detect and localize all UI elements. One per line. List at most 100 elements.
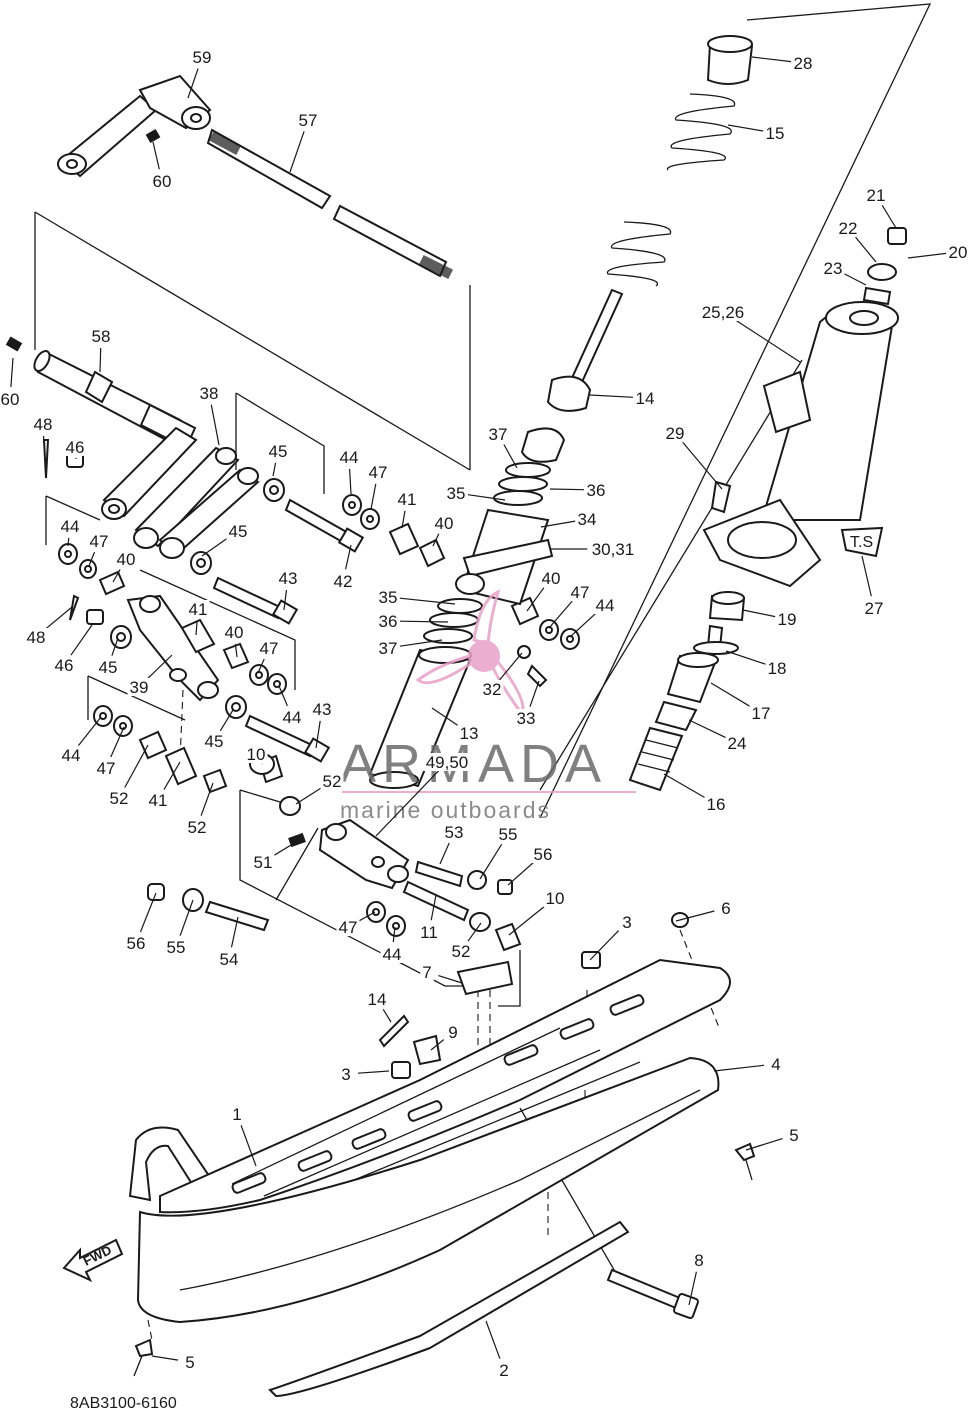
callout-c43a: 43 — [276, 569, 300, 611]
leader-line — [549, 488, 585, 491]
leader-line — [688, 719, 727, 739]
callout-c60b: 60 — [0, 357, 22, 409]
leader-line — [479, 843, 503, 880]
leader-line — [526, 587, 545, 612]
part-number-label: 46 — [66, 438, 85, 457]
callout-c6: 6 — [675, 899, 733, 922]
callout-c3b: 3 — [339, 1065, 390, 1084]
label-halo — [749, 704, 773, 722]
leader-line — [124, 744, 149, 788]
part-number-label: 45 — [229, 522, 248, 541]
part-number-label: 47 — [90, 532, 109, 551]
leader-line — [540, 520, 576, 528]
label-halo — [496, 825, 520, 843]
leader-line — [67, 537, 70, 547]
leader-line — [358, 911, 376, 922]
label-halo — [185, 818, 209, 836]
callout-c15: 15 — [727, 124, 787, 143]
part-number-label: 32 — [483, 680, 502, 699]
label-halo — [280, 708, 304, 726]
callout-c54: 54 — [217, 916, 241, 969]
leader-line — [295, 786, 323, 805]
leader-line — [111, 637, 119, 656]
leader-line — [272, 841, 297, 857]
label-halo — [96, 658, 120, 676]
part-number-label: 52 — [110, 789, 129, 808]
callout-c53: 53 — [439, 823, 466, 865]
part-number-label: 38 — [200, 384, 219, 403]
part-number-label: 3 — [622, 913, 631, 932]
upper-housing: T.S — [702, 227, 907, 588]
leader-line — [713, 1064, 765, 1072]
label-halo — [244, 745, 268, 763]
label-halo — [539, 569, 563, 587]
callout-c1: 1 — [230, 1105, 257, 1167]
callout-c52c: 52 — [185, 782, 214, 837]
leader-line — [234, 643, 238, 658]
label-halo — [124, 934, 148, 952]
label-halo — [331, 572, 355, 590]
callout-c47f: 47 — [336, 911, 376, 937]
callout-c48a: 48 — [31, 415, 55, 446]
label-halo — [226, 522, 250, 540]
label-halo — [266, 442, 290, 460]
callout-c17: 17 — [710, 682, 773, 723]
label-halo — [202, 732, 226, 750]
leader-line — [382, 1008, 392, 1023]
lower-linkage — [147, 753, 689, 1079]
leader-line — [431, 707, 460, 727]
part-number-label: 34 — [578, 510, 597, 529]
label-halo — [725, 734, 749, 752]
label-halo — [765, 659, 789, 677]
label-halo — [593, 596, 617, 614]
label-halo — [222, 623, 246, 641]
label-halo — [697, 303, 749, 321]
part-number-label: 15 — [766, 124, 785, 143]
leader-line — [283, 589, 288, 611]
part-number-label: 9 — [448, 1023, 457, 1042]
part-number-label: 33 — [517, 709, 536, 728]
callout-c23: 23 — [821, 259, 867, 286]
part-number-label: 48 — [27, 628, 46, 647]
part-number-label: 36 — [379, 612, 398, 631]
label-halo — [821, 259, 845, 277]
leader-line — [357, 1070, 390, 1074]
callout-c40b: 40 — [112, 550, 138, 583]
leader-line — [499, 652, 523, 681]
callout-c48b: 48 — [24, 606, 73, 647]
watermark-tagline: marine outboards — [340, 797, 551, 823]
part-number-label: 45 — [205, 732, 224, 751]
part-number-label: 36 — [587, 481, 606, 500]
part-number-label: 37 — [489, 425, 508, 444]
part-number-label: 19 — [778, 610, 797, 629]
leader-line — [187, 68, 199, 99]
label-halo — [543, 889, 567, 907]
label-halo — [633, 389, 657, 407]
part-number-label: 60 — [1, 390, 20, 409]
leader-line — [529, 680, 540, 707]
part-number-label: 53 — [445, 823, 464, 842]
leader-line — [375, 770, 440, 837]
label-halo — [52, 656, 76, 674]
callout-c55b: 55 — [164, 899, 194, 957]
part-number-label: 59 — [193, 48, 212, 67]
leader-line — [201, 537, 229, 557]
label-halo — [584, 481, 608, 499]
callout-c47b: 47 — [87, 532, 111, 567]
callout-c37a: 37 — [486, 425, 518, 469]
callout-c57: 57 — [289, 111, 320, 173]
part-number-label: 14 — [636, 389, 655, 408]
part-number-label: 57 — [299, 111, 318, 130]
label-halo — [59, 746, 83, 764]
rod-57 — [206, 128, 454, 280]
leader-line — [548, 600, 573, 629]
part-number-label: 18 — [768, 659, 787, 678]
callout-c9: 9 — [430, 1023, 460, 1051]
callout-c59: 59 — [187, 48, 214, 99]
label-halo — [763, 124, 787, 142]
leader-line — [907, 252, 947, 259]
callout-c3031: 30,31 — [550, 540, 639, 559]
callout-c3a: 3 — [589, 913, 634, 961]
callout-c10b: 10 — [508, 889, 567, 936]
leader-line — [742, 609, 776, 618]
